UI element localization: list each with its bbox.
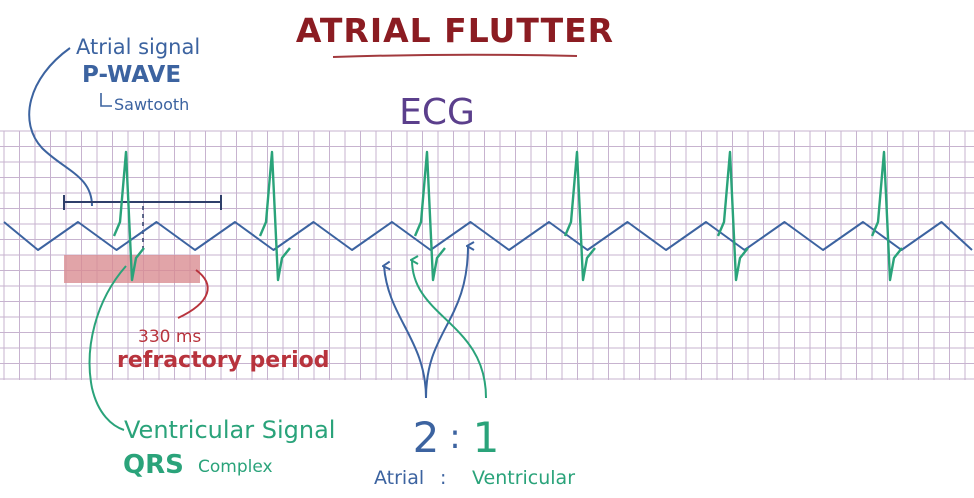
complex-label: Complex (198, 457, 273, 477)
atrial-arrow-right (425, 246, 468, 399)
qrs-complex (413, 150, 446, 282)
refractory-period-label: refractory period (117, 348, 329, 373)
ventricular-signal-label: Ventricular Signal (124, 416, 335, 444)
qrs-label: QRS (123, 450, 184, 480)
qrs-complex (258, 150, 291, 282)
qrs-complex (716, 150, 749, 282)
diagram-title: ATRIAL FLUTTER (296, 11, 614, 50)
ratio-arrows (384, 246, 487, 399)
refractory-interval-bracket (63, 195, 222, 254)
ecg-label: ECG (399, 92, 475, 133)
atrial-signal-label: Atrial signal (76, 35, 200, 59)
qrs-complex (563, 150, 596, 282)
ratio-ventricular-word: Ventricular (472, 467, 575, 489)
atrial-pointer-line (28, 47, 93, 207)
atrial-sawtooth-wave (3, 221, 973, 251)
ventricular-arrow (412, 260, 487, 399)
ratio-atrial-word: Atrial (374, 467, 424, 489)
ventricular-pointer-line (88, 265, 127, 431)
ecg-trace (3, 150, 973, 282)
qrs-complex (112, 150, 145, 282)
sawtooth-bracket (100, 93, 112, 107)
p-wave-label: P-WAVE (82, 62, 181, 88)
sawtooth-label: Sawtooth (114, 95, 189, 114)
qrs-complex (870, 150, 903, 282)
ratio-colon: : (440, 467, 446, 489)
title-underline (332, 53, 578, 58)
atrial-arrow-left (384, 266, 427, 399)
refractory-duration: 330 ms (138, 327, 201, 347)
ratio-atrial-count: 2 (413, 413, 440, 462)
ratio-ventricular-count: 1 (473, 413, 500, 462)
ratio-separator: : (449, 417, 460, 457)
refractory-pointer-line (177, 269, 209, 319)
